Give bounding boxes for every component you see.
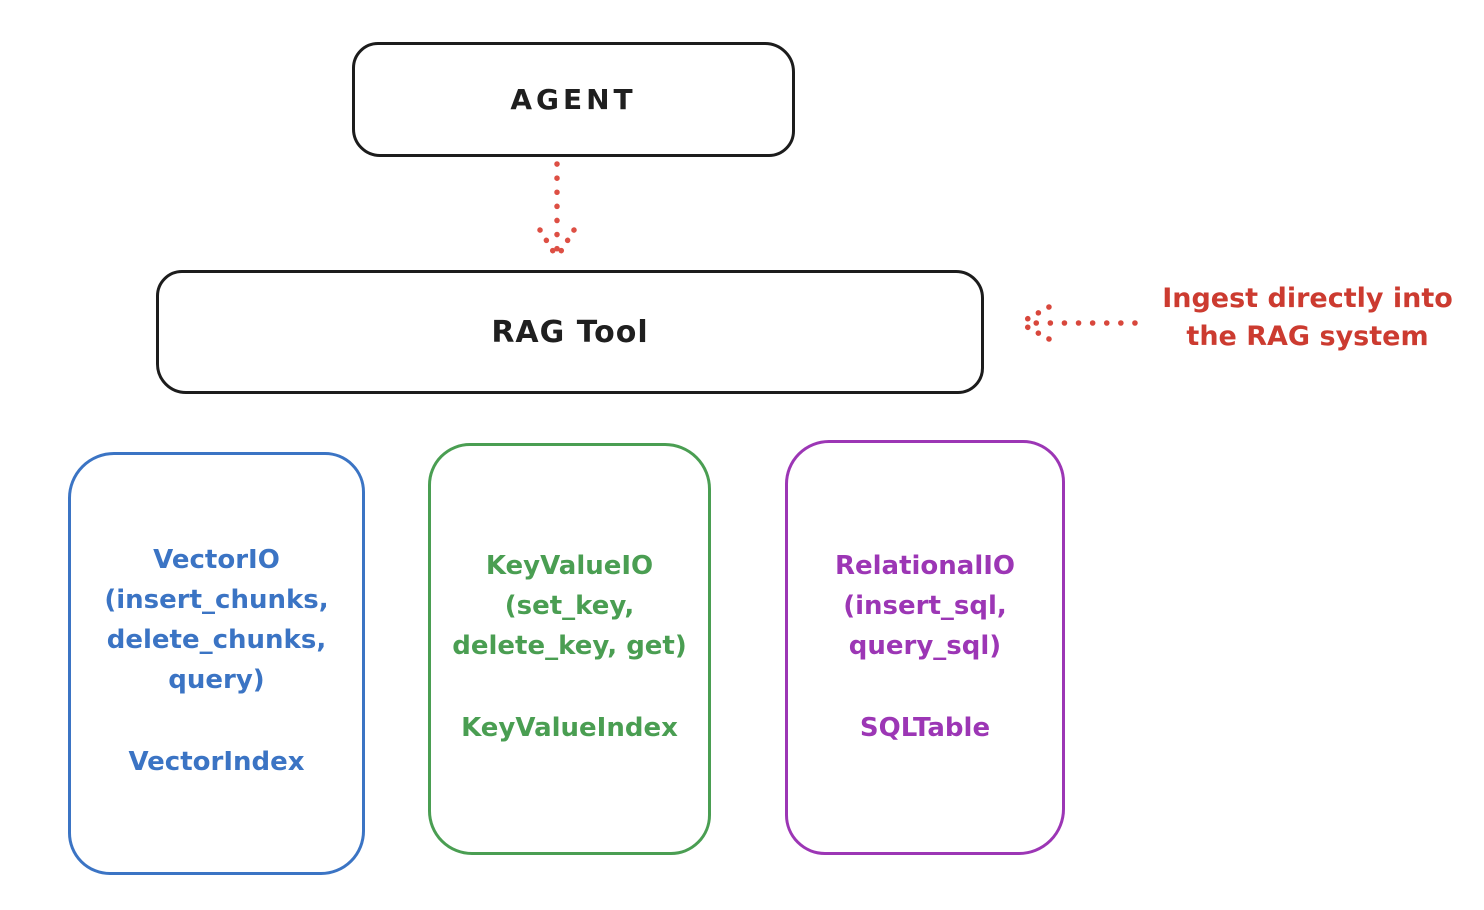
ingest-pointer-arrow: [1017, 304, 1138, 342]
agent-label: AGENT: [510, 83, 637, 116]
agent-to-rag-arrow: [537, 161, 577, 259]
keyvalue-io-box: KeyValueIO (set_key, delete_key, get) Ke…: [428, 443, 711, 855]
rag-tool-box: RAG Tool: [156, 270, 984, 394]
relational-io-label: RelationalIO (insert_sql, query_sql): [834, 551, 1016, 661]
rag-tool-label: RAG Tool: [491, 314, 649, 350]
keyvalue-io-label: KeyValueIO (set_key, delete_key, get): [452, 551, 687, 661]
ingest-annotation: Ingest directly into the RAG system: [1162, 283, 1453, 352]
sql-table-label: SQLTable: [859, 713, 991, 743]
keyvalue-index-label: KeyValueIndex: [461, 713, 678, 743]
vector-index-label: VectorIndex: [128, 747, 305, 777]
vector-io-label: VectorIO (insert_chunks, delete_chunks, …: [104, 545, 329, 695]
agent-box: AGENT: [352, 42, 795, 157]
relational-io-box: RelationalIO (insert_sql, query_sql) SQL…: [785, 440, 1065, 855]
vector-io-box: VectorIO (insert_chunks, delete_chunks, …: [68, 452, 365, 875]
